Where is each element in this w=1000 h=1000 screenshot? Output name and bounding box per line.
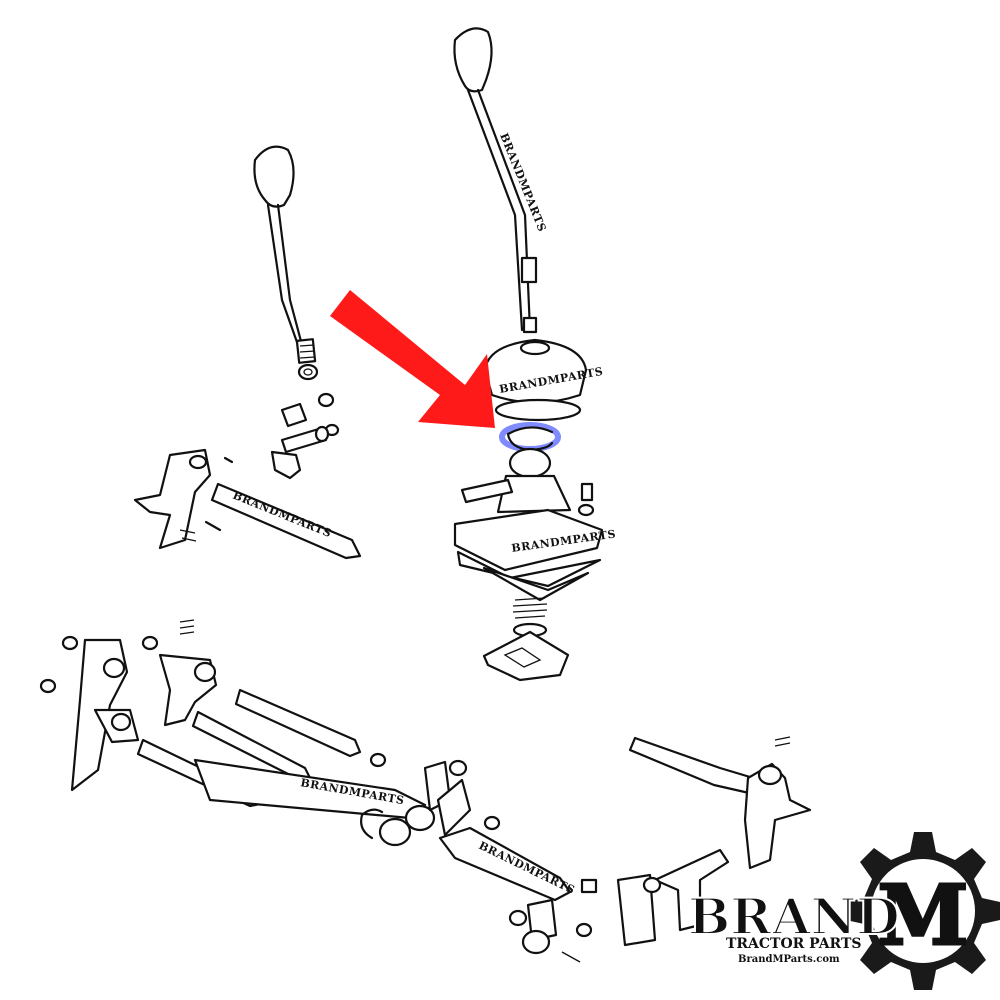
logo-tagline: TRACTOR PARTS: [726, 936, 861, 952]
gear-icon: [846, 832, 1000, 990]
lower-left-forks: [39, 619, 218, 792]
rubber-boot: BRANDMPARTS: [483, 338, 604, 422]
right-shift-fork: [616, 736, 812, 947]
red-arrow-icon: [330, 290, 495, 428]
shift-housing: BRANDMPARTS: [453, 447, 617, 602]
spring-and-plate: [482, 597, 570, 682]
logo-url: BrandMParts.com: [738, 954, 840, 965]
left-shift-fork: BRANDMPARTS: [133, 448, 362, 560]
logo-word: BRAND: [688, 887, 900, 946]
bottom-bracket: [508, 898, 593, 963]
parts-watermark: BRANDMPARTS: [497, 131, 549, 234]
left-shift-lever: [253, 145, 317, 364]
left-l-pin: [270, 425, 330, 480]
retaining-ring[interactable]: [499, 422, 561, 452]
main-shift-lever: BRANDMPARTS: [453, 27, 549, 334]
lower-linkage: BRANDMPARTS: [360, 760, 598, 902]
brand-logo: M BRAND TRACTOR PARTS BrandMParts.com: [687, 832, 1000, 990]
logo-letter: M: [878, 868, 969, 964]
left-lever-hardware: [280, 363, 340, 437]
lower-shift-rods: BRANDMPARTS: [136, 688, 468, 820]
